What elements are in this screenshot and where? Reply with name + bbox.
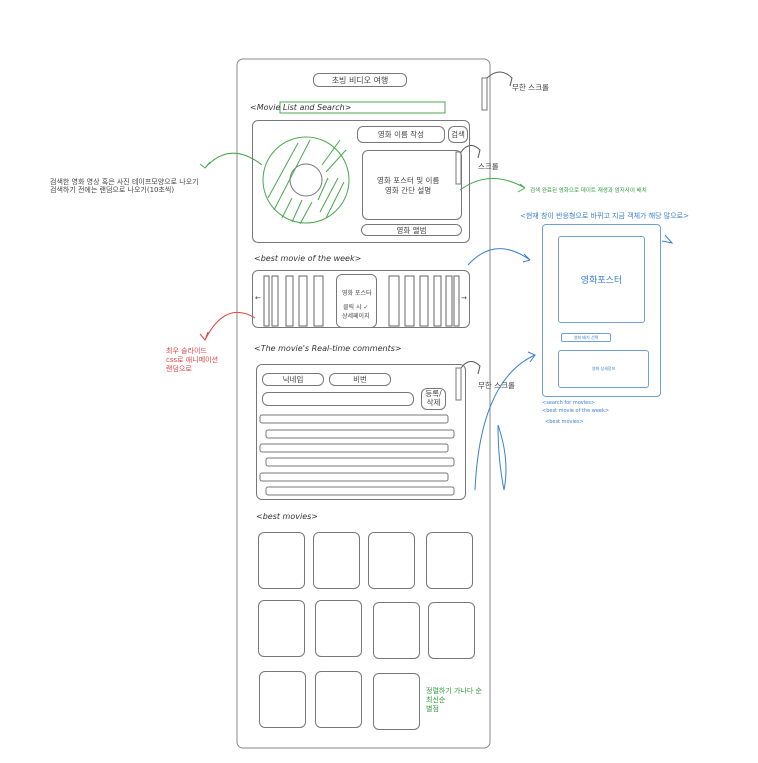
- poster-detail-box: 영화 포스터 및 이름 영화 간단 설명: [362, 150, 462, 220]
- mobile-link-search[interactable]: <search for movies>: [542, 400, 596, 406]
- carousel-prev-icon[interactable]: ←: [255, 294, 261, 302]
- mobile-link-week[interactable]: <best movie of the week>: [542, 408, 610, 414]
- search-note-line2: 검색하기 전에는 랜덤으로 나오기(10초씩): [50, 186, 175, 194]
- week-section-heading: <best movie of the week>: [254, 254, 362, 263]
- search-panel: [252, 120, 470, 243]
- mobile-frame: 영화포스터 영화 배치 선택 영화 상세정보: [542, 224, 661, 397]
- search-note-line1: 검색한 영화 영상 혹은 사진 테이프모양으로 나오기: [50, 178, 199, 186]
- register-label: 등록/: [425, 389, 442, 398]
- poster-detail-line2: 영화 간단 설명: [385, 186, 432, 195]
- best-movie-card[interactable]: [315, 671, 362, 728]
- best-movie-card[interactable]: [315, 600, 362, 657]
- week-card-line1: 영화 포스터: [342, 290, 372, 297]
- search-button[interactable]: 검색: [448, 126, 468, 143]
- comments-section-heading: <The movie's Real-time comments>: [254, 344, 402, 353]
- hatched-circle: [262, 136, 350, 225]
- register-delete-button[interactable]: 등록/ 삭제: [421, 388, 446, 410]
- mobile-link-best[interactable]: <best movies>: [545, 419, 584, 425]
- comment-input[interactable]: [262, 392, 414, 406]
- best-movie-card[interactable]: [428, 602, 475, 659]
- sort-note-line3: 별점: [426, 705, 439, 713]
- week-card-line3: 상세페이지: [342, 313, 370, 320]
- comments-panel: [256, 364, 466, 500]
- sort-note-line2: 최신순: [426, 696, 446, 704]
- best-section-heading: <best movies>: [256, 512, 318, 521]
- scroll-note: 스크롤: [478, 162, 499, 171]
- password-input[interactable]: 비번: [329, 373, 391, 386]
- delete-label: 삭제: [426, 398, 441, 407]
- green-note: 검색 완료된 영화으로 데이트 재생과 엄지사이 배치: [530, 188, 647, 194]
- best-movie-card[interactable]: [258, 532, 305, 589]
- best-movie-card[interactable]: [373, 602, 420, 659]
- search-section-heading: <Movie List and Search>: [250, 103, 352, 112]
- best-movie-card[interactable]: [426, 532, 473, 589]
- movie-album-button[interactable]: 영화 앨범: [361, 224, 462, 236]
- responsive-note: <현재 창이 반응형으로 바뀌고 지금 객체가 해당 많으로>: [520, 212, 689, 220]
- search-input[interactable]: 영화 이름 작성: [357, 126, 445, 143]
- slide-note-line1: 최우 슬라이드: [166, 347, 207, 355]
- comments-scroll-note: 무한 스크롤: [478, 381, 515, 390]
- mobile-small-button[interactable]: 영화 배치 선택: [561, 333, 611, 342]
- app-title: 초빙 비디오 여행: [313, 73, 407, 87]
- sort-note-line1: 정렬하기 가나다 순: [426, 687, 482, 695]
- best-movie-card[interactable]: [368, 532, 415, 589]
- carousel-next-icon[interactable]: →: [461, 294, 467, 302]
- best-movie-card[interactable]: [259, 671, 306, 728]
- mobile-poster[interactable]: 영화포스터: [558, 236, 645, 323]
- poster-detail-line1: 영화 포스터 및 이름: [377, 176, 440, 185]
- week-featured-card[interactable]: 영화 포스터 클릭 시 ✓ 상세페이지: [336, 274, 377, 328]
- week-card-line2: 클릭 시 ✓: [343, 304, 369, 311]
- slide-note-line3: 랜덤으로: [166, 365, 192, 373]
- best-movie-card[interactable]: [313, 532, 360, 589]
- best-movie-card[interactable]: [373, 673, 420, 730]
- mobile-detail-box: 영화 상세정보: [558, 350, 649, 388]
- nickname-input[interactable]: 닉네임: [262, 373, 324, 386]
- best-movie-card[interactable]: [258, 600, 305, 657]
- slide-note-line2: css로 애니메이션: [166, 356, 219, 364]
- infinite-scroll-note: 무한 스크롤: [512, 83, 549, 92]
